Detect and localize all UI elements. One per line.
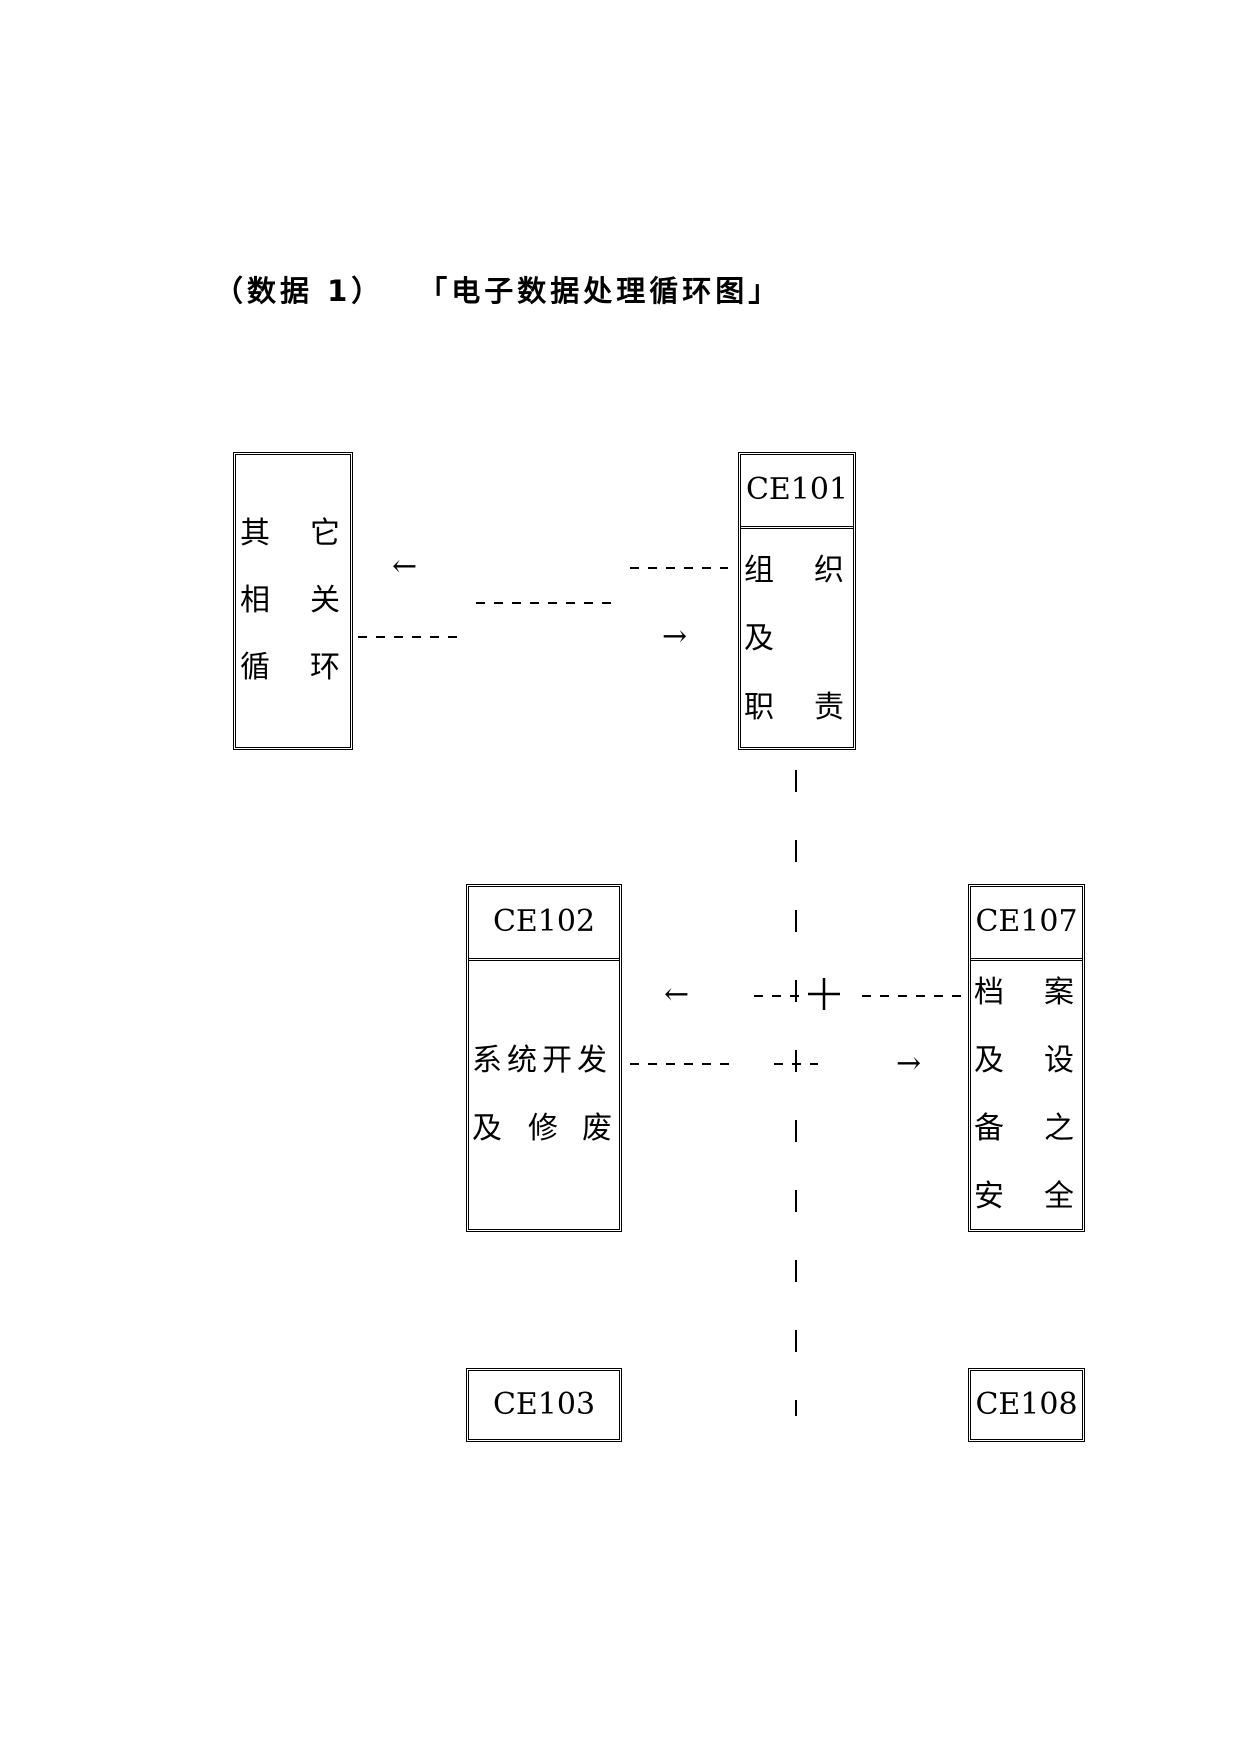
page-title: （数据 1） 「电子数据处理循环图」 bbox=[214, 268, 781, 310]
box-ce101-char: 织 bbox=[814, 553, 844, 588]
box-ce107-char: 备 bbox=[974, 1111, 1004, 1146]
box-ce101: CE101 bbox=[738, 452, 856, 750]
box-ce101-char: 职 bbox=[744, 690, 774, 725]
arrow-left-to-other: ← bbox=[392, 549, 418, 584]
title-prefix: （数据 1） bbox=[214, 274, 385, 308]
box-ce107-char: 安 bbox=[974, 1179, 1004, 1214]
box-ce107-char: 设 bbox=[1044, 1043, 1074, 1078]
box-ce107-char: 全 bbox=[1044, 1179, 1074, 1214]
box-other-cycles bbox=[233, 452, 353, 750]
title-main: 「电子数据处理循环图」 bbox=[418, 274, 782, 308]
box-ce108: CE108 bbox=[968, 1368, 1085, 1442]
box-ce102-line1: 系统开发 bbox=[472, 1043, 612, 1078]
box-ce102-char: 及 bbox=[472, 1111, 502, 1146]
box-ce102-divider bbox=[469, 958, 619, 961]
box-other-char: 环 bbox=[310, 650, 340, 685]
box-ce107-char: 案 bbox=[1044, 975, 1074, 1010]
box-ce103-code: CE103 bbox=[492, 1387, 596, 1422]
box-ce101-divider bbox=[741, 526, 853, 529]
box-ce102-code: CE102 bbox=[492, 904, 596, 939]
box-ce103: CE103 bbox=[466, 1368, 622, 1442]
box-ce107-char: 之 bbox=[1044, 1111, 1074, 1146]
box-ce107-char: 及 bbox=[974, 1043, 1004, 1078]
arrow-left-to-ce102: ← bbox=[664, 977, 690, 1012]
box-ce101-char: 及 bbox=[744, 621, 774, 656]
box-ce107: CE107 bbox=[968, 884, 1085, 1232]
arrow-right-to-ce101: → bbox=[662, 619, 688, 654]
box-ce102: CE102 bbox=[466, 884, 622, 1232]
box-other-char: 循 bbox=[240, 650, 270, 685]
box-ce108-code: CE108 bbox=[975, 1387, 1078, 1422]
box-other-char: 关 bbox=[310, 583, 340, 618]
box-ce107-char: 档 bbox=[974, 975, 1004, 1010]
box-ce107-divider bbox=[971, 958, 1082, 961]
box-ce101-char: 组 bbox=[744, 553, 774, 588]
arrow-right-to-ce107: → bbox=[896, 1046, 922, 1081]
box-other-char: 相 bbox=[240, 583, 270, 618]
box-ce102-char: 废 bbox=[582, 1111, 612, 1146]
box-ce107-code: CE107 bbox=[975, 904, 1078, 939]
box-ce102-char: 修 bbox=[528, 1111, 558, 1146]
box-other-char: 其 bbox=[240, 516, 270, 551]
box-other-char: 它 bbox=[310, 516, 340, 551]
box-ce101-code: CE101 bbox=[745, 472, 849, 507]
box-ce101-char: 责 bbox=[814, 690, 844, 725]
